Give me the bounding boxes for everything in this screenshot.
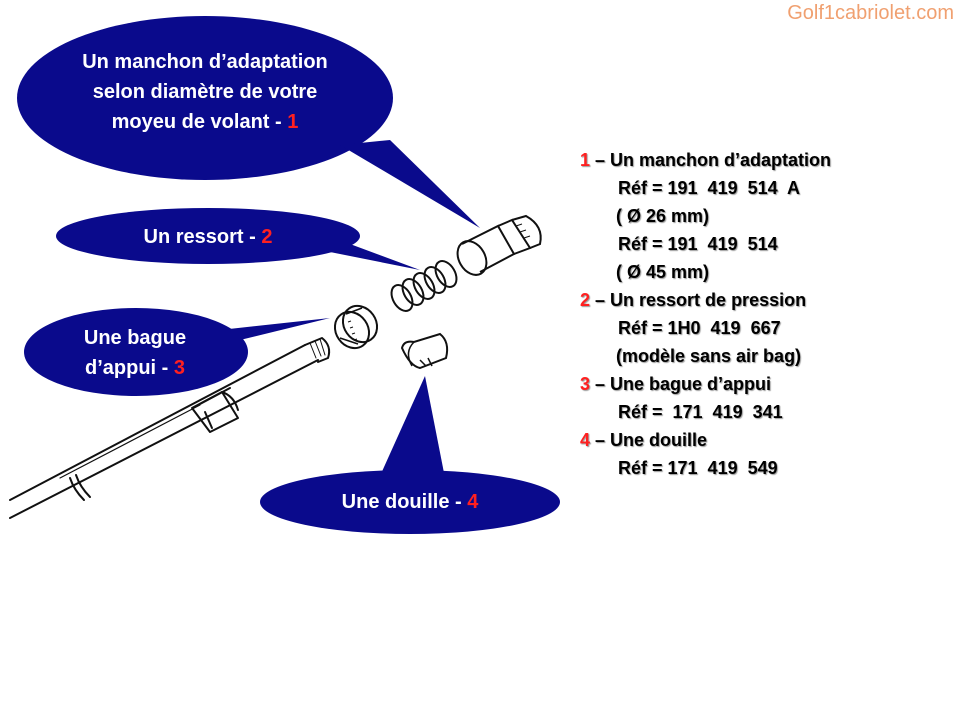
callout-bague-number: 3 [173, 357, 185, 379]
ref-title: – Une bague d’appui [590, 374, 772, 394]
callout-bague-text: Une bague d’appui - [83, 327, 187, 379]
ref-number: 3 [580, 374, 591, 394]
ref-title: – Un ressort de pression [590, 290, 807, 310]
ref-heading-3: 3 – Une bague d’appui [580, 370, 831, 398]
callout-manchon-number: 1 [287, 111, 299, 133]
ref-title: – Une douille [590, 430, 708, 450]
ref-line: Réf = 1H0 419 667 [618, 318, 781, 338]
callout-manchon: Un manchon d’adaptation selon diamètre d… [80, 47, 330, 137]
ref-number: 2 [580, 290, 591, 310]
ref-line: Réf = 171 419 549 [618, 458, 778, 478]
ref-line: Réf = 191 419 514 [618, 234, 778, 254]
ring-part-3 [333, 304, 379, 350]
ref-line: Réf = 171 419 341 [618, 402, 783, 422]
callout-douille: Une douille - 4 [290, 487, 530, 517]
steering-shaft [9, 337, 331, 519]
callout-ressort: Un ressort - 2 [80, 222, 336, 252]
ref-number: 4 [580, 430, 591, 450]
sleeve-part-1 [456, 214, 542, 276]
ref-line: Réf = 191 419 514 A [618, 178, 800, 198]
callout-tail-2 [320, 244, 420, 270]
callout-ressort-text: Un ressort - [143, 226, 262, 248]
bushing-part-4 [400, 332, 449, 370]
ref-title: – Un manchon d’adaptation [590, 150, 832, 170]
callout-tail-3 [220, 318, 330, 340]
callout-douille-number: 4 [467, 491, 479, 513]
callout-bague: Une bague d’appui - 3 [60, 323, 210, 383]
ref-number: 1 [580, 150, 591, 170]
ref-heading-4: 4 – Une douille [580, 426, 831, 454]
callout-bubble-4 [260, 470, 560, 534]
callout-bubble-1 [17, 16, 393, 180]
ref-heading-2: 2 – Un ressort de pression [580, 286, 831, 314]
watermark: Golf1cabriolet.com [787, 2, 954, 24]
callout-bubble-2 [56, 208, 360, 264]
callout-ressort-number: 2 [261, 226, 273, 248]
callout-tail-4 [380, 376, 445, 478]
ref-line: ( Ø 26 mm) [616, 206, 710, 226]
ref-line: (modèle sans air bag) [616, 346, 802, 366]
callout-bubble-3 [24, 308, 248, 396]
callout-manchon-text: Un manchon d’adaptation selon diamètre d… [82, 51, 328, 133]
ref-line: ( Ø 45 mm) [616, 262, 710, 282]
callout-douille-text: Une douille - [341, 491, 468, 513]
callout-tail-1 [340, 140, 480, 228]
reference-list: 1 – Un manchon d’adaptation Réf = 191 41… [580, 146, 831, 482]
spring-part-2 [390, 260, 458, 312]
ref-heading-1: 1 – Un manchon d’adaptation [580, 146, 831, 174]
